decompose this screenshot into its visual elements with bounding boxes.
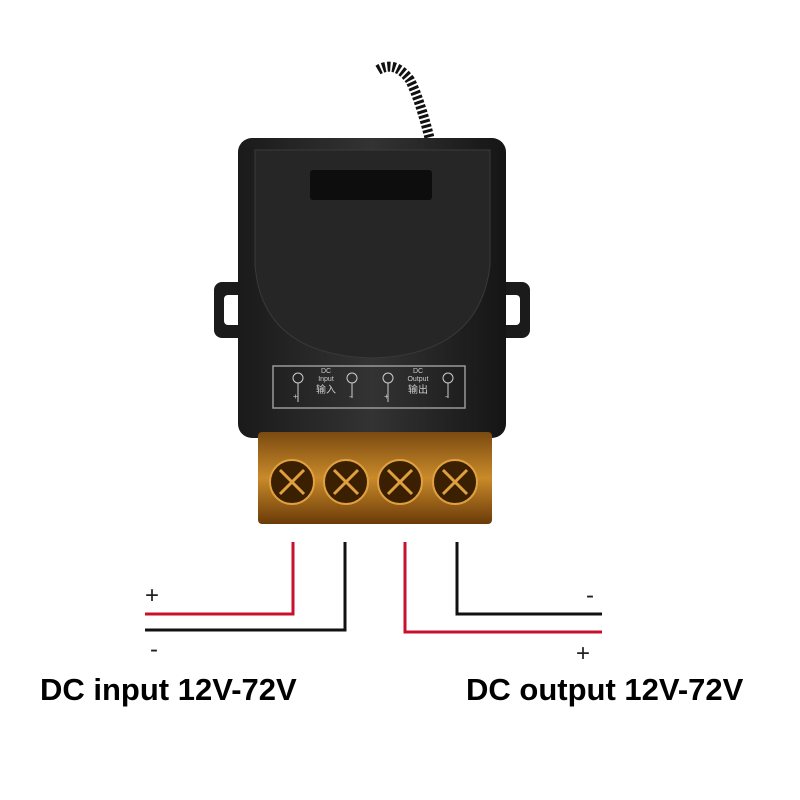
output-plus-wire [403,542,602,634]
panel-input-en: Input [318,376,334,383]
panel-output-cn: 输出 [408,385,428,396]
panel-input-dc: DC [320,368,332,375]
panel-input-minus: - [349,392,352,401]
panel-output-en: Output [407,376,429,383]
input-minus-wire [145,542,347,632]
terminal-block [258,432,492,524]
output-minus-wire [455,542,602,616]
panel-output-minus: - [445,392,448,401]
panel-input-plus: + [293,392,298,401]
terminal-label-panel [272,365,466,409]
output-caption: DC output 12V-72V [466,672,744,707]
relay-cover [254,149,491,359]
input-plus-wire [145,542,295,616]
indicator-window [310,170,432,200]
input-caption: DC input 12V-72V [40,672,297,707]
panel-output-plus: + [384,392,389,401]
output-minus-sign: - [586,582,594,609]
panel-input-cn: 输入 [316,385,336,396]
output-plus-sign: + [576,640,591,667]
panel-output-dc: DC [412,368,424,375]
input-plus-sign: + [145,582,160,609]
antenna-wire [375,61,435,142]
input-minus-sign: - [150,636,158,663]
